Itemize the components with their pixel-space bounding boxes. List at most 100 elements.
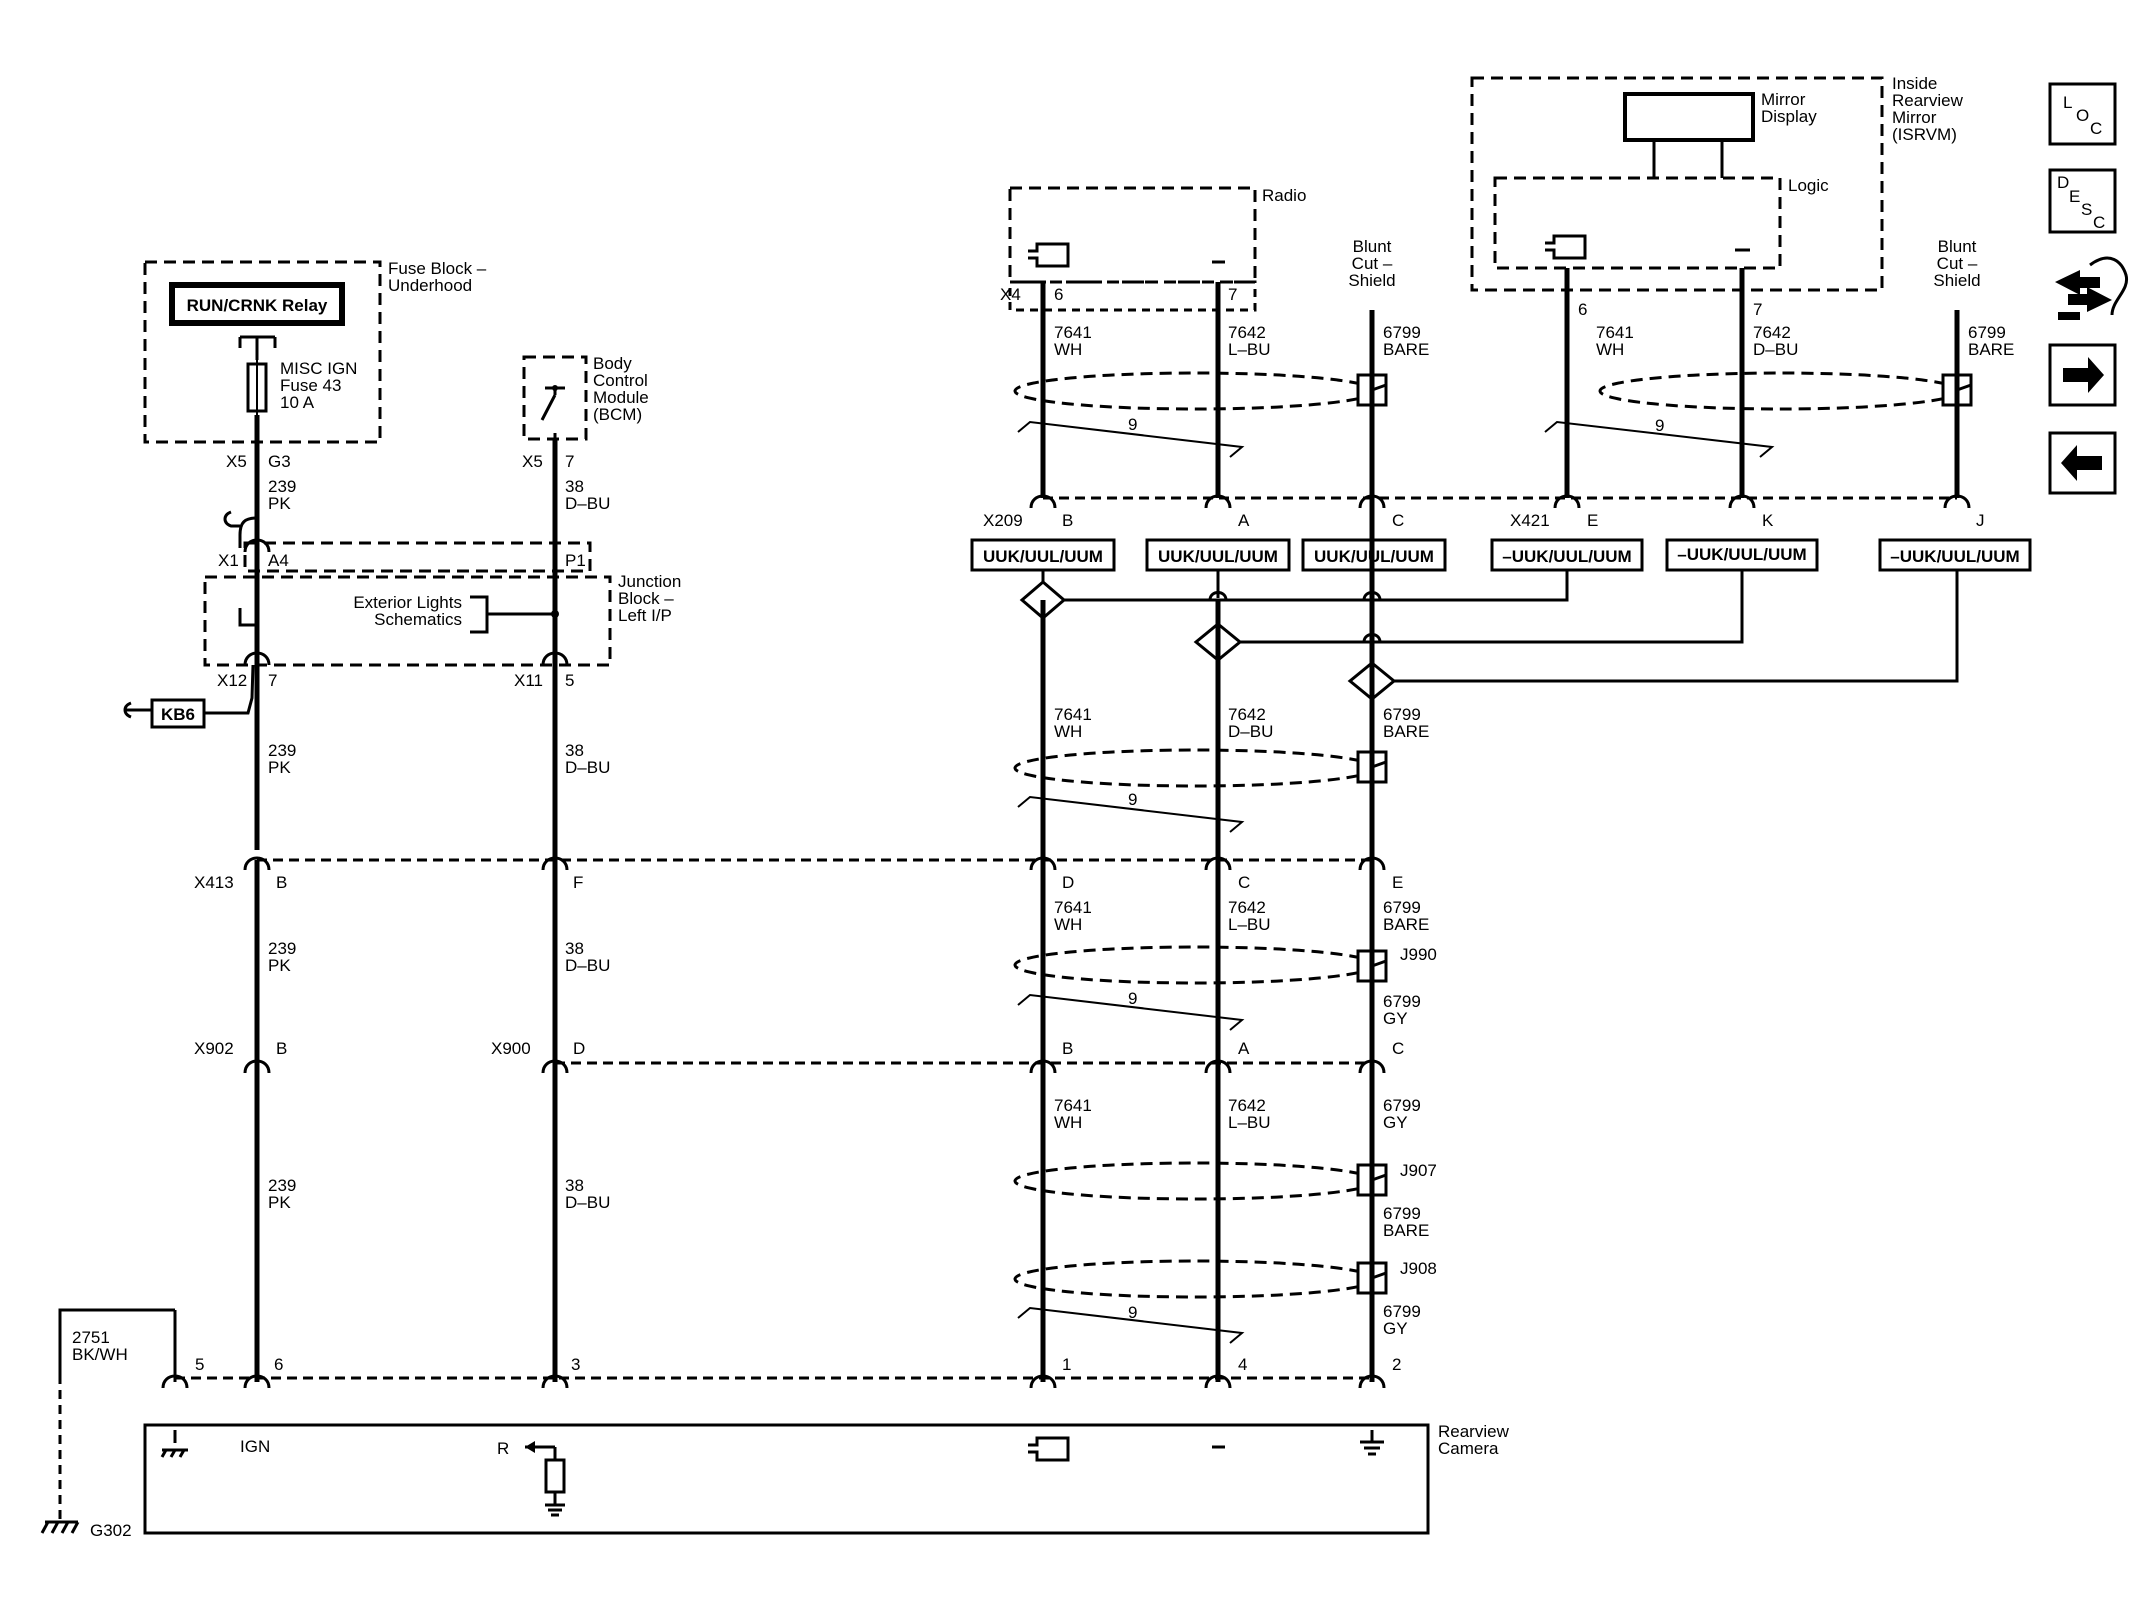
pin-label: 3: [571, 1355, 580, 1374]
pin-label: C: [1392, 1039, 1404, 1058]
kb6-label: KB6: [161, 705, 195, 724]
splice-label: J907: [1400, 1161, 1437, 1180]
option-label: UUK/UUL/UUM: [983, 547, 1103, 566]
connector-label: X902: [194, 1039, 234, 1058]
pin-label: 6: [1578, 300, 1587, 319]
connector-cup: [1029, 1059, 1057, 1074]
pin-label: E: [1587, 511, 1598, 530]
connector-cup: [1553, 494, 1581, 509]
pin-label: B: [1062, 511, 1073, 530]
connector-cups: [161, 494, 1971, 1389]
option-label: –UUK/UUL/UUM: [1890, 547, 2019, 566]
pin-label: E: [1392, 873, 1403, 892]
run-crnk-relay-label: RUN/CRNK Relay: [187, 296, 328, 315]
connector-cup: [243, 856, 271, 871]
twisted-pairs: 9 9 9 9 9: [1013, 371, 1962, 1344]
connector-cup: [1204, 494, 1232, 509]
pin-label: A4: [268, 551, 289, 570]
connector-cup: [1728, 494, 1756, 509]
connector-label: X11: [514, 671, 543, 690]
pin-label: B: [276, 873, 287, 892]
pin-label: F: [573, 873, 583, 892]
arrow-left-icon: [2061, 445, 2102, 481]
radio: Radio: [1008, 186, 1306, 312]
connector-label: X413: [194, 873, 234, 892]
twist-label: 9: [1128, 790, 1137, 809]
pin-label: G3: [268, 452, 291, 471]
pin-label: 1: [1062, 1355, 1071, 1374]
logic-label: Logic: [1788, 176, 1829, 195]
connector-cup: [1029, 1374, 1057, 1389]
pin-label: D: [573, 1039, 585, 1058]
pin-label: D: [1062, 873, 1074, 892]
previous-page-button[interactable]: [2048, 431, 2117, 495]
nav-letter: C: [2090, 119, 2102, 138]
pin-label: 2: [1392, 1355, 1401, 1374]
connector-cup: [541, 1374, 569, 1389]
splice-label: J908: [1400, 1259, 1437, 1278]
ground-g302: G302: [40, 1520, 132, 1540]
pin-label: B: [276, 1039, 287, 1058]
next-page-button[interactable]: [2048, 343, 2117, 407]
connector-label: X209: [983, 511, 1023, 530]
pin-label: 6: [274, 1355, 283, 1374]
camera-ign-label: IGN: [240, 1437, 270, 1456]
pin-label: 6: [1054, 285, 1063, 304]
connector-cup: [243, 1374, 271, 1389]
connector-cup: [243, 651, 271, 666]
option-label: –UUK/UUL/UUM: [1502, 547, 1631, 566]
connector-cup: [161, 1374, 189, 1389]
pin-label: 7: [268, 671, 277, 690]
nav-loc-button[interactable]: L O C: [2048, 82, 2117, 146]
twist-label: 9: [1128, 1303, 1137, 1322]
nav-desc-button[interactable]: D E S C: [2048, 168, 2117, 234]
connector-cup: [541, 856, 569, 871]
arrow-right-icon: [2063, 357, 2104, 393]
connector-view-icon[interactable]: [2055, 256, 2129, 320]
pin-label: 5: [195, 1355, 204, 1374]
connector-cup: [1204, 1059, 1232, 1074]
pin-label: A: [1238, 511, 1250, 530]
pin-label: 4: [1238, 1355, 1247, 1374]
pin-label: B: [1062, 1039, 1073, 1058]
pin-label: J: [1976, 511, 1985, 530]
radio-name: Radio: [1262, 186, 1306, 205]
shield-terminals: [1356, 310, 1973, 1382]
nav-letter: E: [2069, 187, 2080, 206]
pin-label: C: [1392, 511, 1404, 530]
twist-label: 9: [1128, 989, 1137, 1008]
connector-label: X12: [217, 671, 247, 690]
connector-label: X1: [218, 551, 239, 570]
connector-label: X4: [1000, 285, 1021, 304]
pin-label: K: [1762, 511, 1774, 530]
connector-cup: [1029, 856, 1057, 871]
pin-label: 7: [1228, 285, 1237, 304]
